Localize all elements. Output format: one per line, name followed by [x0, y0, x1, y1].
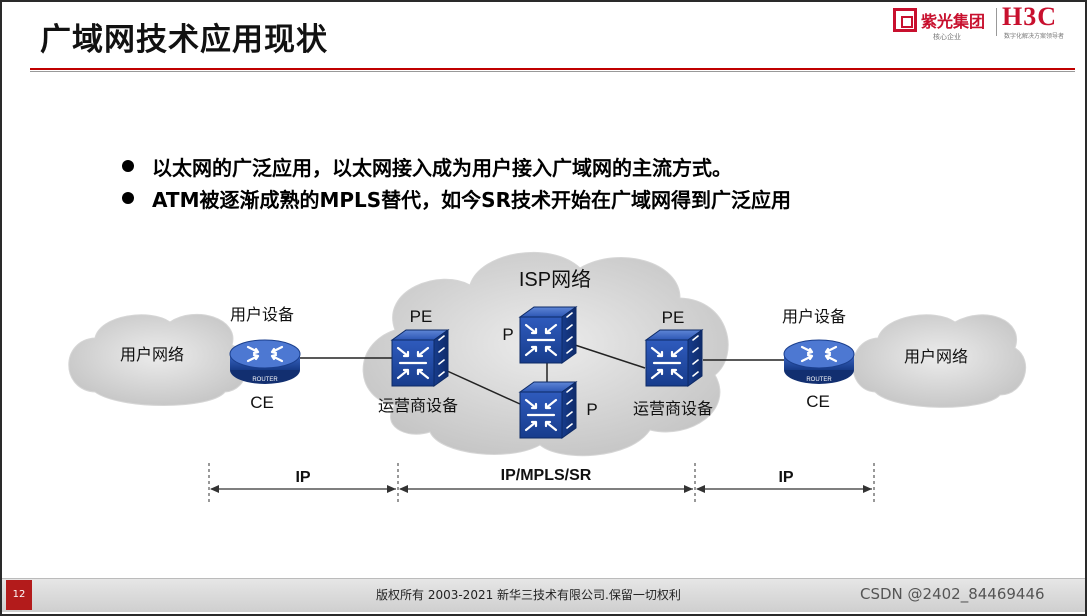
segment-middle-label: IP/MPLS/SR — [501, 467, 592, 484]
left-user-cloud — [68, 313, 248, 406]
bullet-dot-icon — [122, 192, 134, 204]
right-pe-switch-icon — [644, 328, 704, 388]
slide-footer — [2, 578, 1085, 612]
group-tagline: 核心企业 — [933, 33, 961, 41]
right-provider-device-label: 运营商设备 — [633, 400, 713, 418]
left-router-badge: ROUTER — [252, 377, 278, 383]
right-router-badge: ROUTER — [806, 377, 832, 383]
bullet-text: ATM被逐渐成熟的MPLS替代，如今SR技术开始在广域网得到广泛应用 — [152, 187, 791, 212]
bullet-item: 以太网的广泛应用，以太网接入成为用户接入广域网的主流方式。 — [122, 150, 791, 182]
left-user-device-label: 用户设备 — [230, 306, 294, 324]
title-divider — [30, 68, 1075, 70]
segment-left-label: IP — [295, 469, 310, 486]
p-bottom-label: P — [586, 400, 597, 419]
network-links — [298, 344, 785, 405]
right-user-network-label: 用户网络 — [904, 347, 968, 366]
left-provider-device-label: 运营商设备 — [378, 397, 458, 415]
left-pe-switch-icon — [390, 328, 450, 388]
p-bottom-switch-icon — [518, 380, 578, 440]
group-name: 紫光集团 — [921, 12, 986, 31]
segment-right-label: IP — [778, 469, 793, 486]
left-ce-label: CE — [250, 393, 274, 412]
isp-cloud-label: ISP网络 — [519, 268, 591, 291]
title-divider-shadow — [30, 71, 1075, 72]
bullet-list: 以太网的广泛应用，以太网接入成为用户接入广域网的主流方式。 ATM被逐渐成熟的M… — [122, 150, 791, 214]
p-top-label: P — [502, 325, 513, 344]
h3c-logo: H3C — [1002, 2, 1057, 31]
left-user-network-label: 用户网络 — [120, 345, 184, 364]
copyright-text: 版权所有 2003-2021 新华三技术有限公司.保留一切权利 — [376, 588, 681, 602]
watermark: CSDN @2402_84469446 — [860, 585, 1045, 603]
right-ce-label: CE — [806, 392, 830, 411]
right-user-cloud — [852, 314, 1027, 408]
slide-title: 广域网技术应用现状 — [40, 22, 328, 58]
bullet-dot-icon — [122, 160, 134, 172]
unisplendour-logo: 紫光集团 核心企业 — [893, 8, 986, 41]
bullet-item: ATM被逐渐成熟的MPLS替代，如今SR技术开始在广域网得到广泛应用 — [122, 182, 791, 214]
h3c-tagline: 数字化解决方案领导者 — [1004, 33, 1065, 40]
page-number: 12 — [6, 580, 32, 610]
link-pe-p-bottom — [444, 369, 521, 405]
right-pe-label: PE — [662, 308, 685, 327]
left-pe-label: PE — [410, 307, 433, 326]
segment-dividers — [208, 463, 875, 502]
unisplendour-mark-icon — [893, 8, 917, 32]
logo-divider — [996, 8, 997, 36]
link-p-top-pe-right — [574, 344, 646, 369]
right-user-device-label: 用户设备 — [782, 308, 846, 326]
bullet-text: 以太网的广泛应用，以太网接入成为用户接入广域网的主流方式。 — [152, 155, 732, 180]
p-top-switch-icon — [518, 305, 578, 365]
